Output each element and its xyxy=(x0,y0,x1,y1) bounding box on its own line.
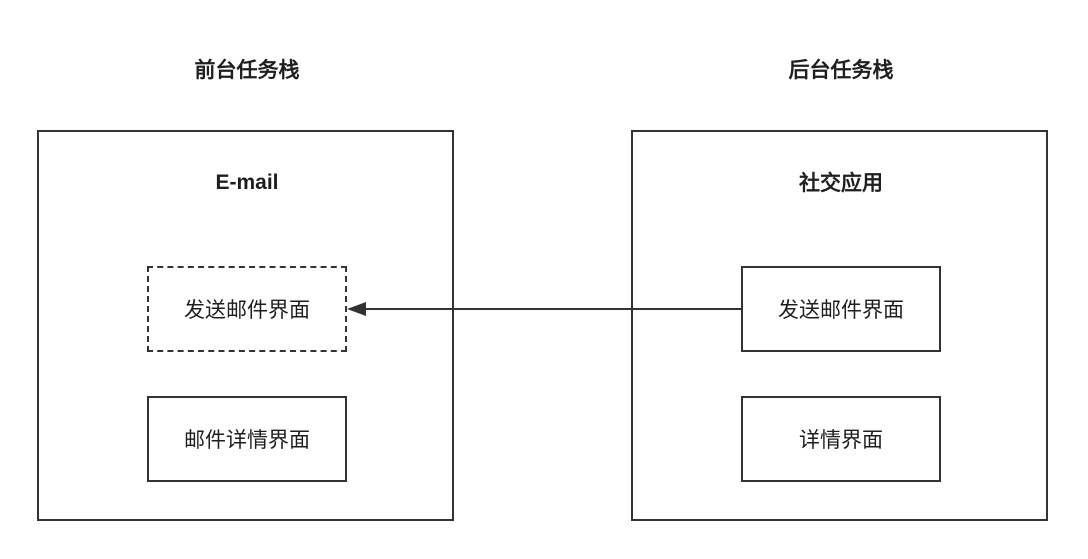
foreground-email-detail-screen: 邮件详情界面 xyxy=(147,396,347,482)
background-stack-box xyxy=(631,130,1048,521)
background-stack-title: 后台任务栈 xyxy=(788,58,894,82)
screen-label: 发送邮件界面 xyxy=(184,298,310,322)
screen-label: 发送邮件界面 xyxy=(778,298,904,322)
foreground-app-name: E-mail xyxy=(215,171,279,194)
foreground-stack-box xyxy=(37,130,454,521)
background-compose-email-screen: 发送邮件界面 xyxy=(741,266,941,352)
screen-label: 详情界面 xyxy=(799,428,883,452)
screen-label: 邮件详情界面 xyxy=(184,428,310,452)
foreground-stack-title: 前台任务栈 xyxy=(194,58,300,82)
background-detail-screen: 详情界面 xyxy=(741,396,941,482)
background-app-name: 社交应用 xyxy=(799,171,883,195)
foreground-compose-email-screen: 发送邮件界面 xyxy=(147,266,347,352)
